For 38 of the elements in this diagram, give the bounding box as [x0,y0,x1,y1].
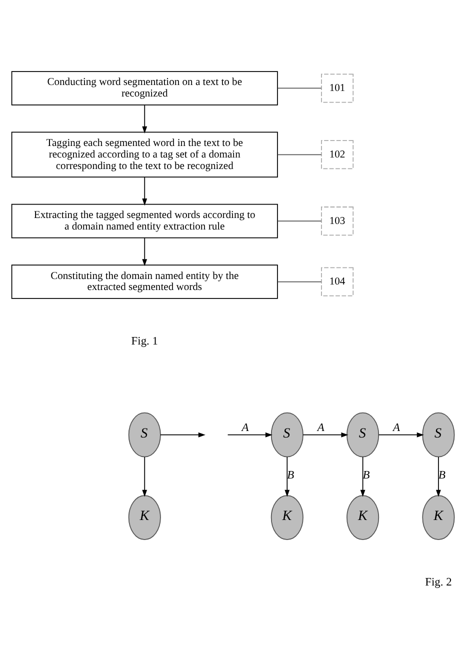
connector [277,220,322,222]
node-box: 104 [321,266,354,296]
label: Fig. 1 [131,335,158,348]
arrow [436,456,441,496]
node-ellipse: S [422,412,455,457]
arrow [302,432,348,437]
arrow [142,237,148,266]
node-box: Tagging each segmented word in the text to be recognized according to a tag set of a domain corresponding to the text to be recognized [11,131,278,178]
arrow [142,456,148,496]
node-box: 101 [321,73,354,102]
node-box: Extracting the tagged segmented words according to a domain named entity extraction rule [11,203,278,238]
edge-label: B [287,468,294,481]
edge-label: B [362,468,370,481]
label: Fig. 2 [425,576,452,588]
arrow [360,456,366,496]
connector [277,280,322,282]
arrow [160,432,206,437]
node-ellipse: K [128,494,161,540]
node-ellipse: S [128,412,161,457]
edge-label: A [242,421,249,434]
arrow [227,432,272,437]
edge-label: A [317,421,324,434]
node-ellipse: K [346,494,380,540]
node-ellipse: S [270,412,304,457]
arrow [284,456,290,496]
node-box: Constituting the domain named entity by the extracted segmented words [11,264,278,298]
arrow [142,104,148,133]
connector [277,154,322,155]
edge-label: A [393,421,400,434]
node-box: 102 [321,140,354,169]
connector [277,87,322,88]
arrow [378,432,424,437]
node-box: 103 [321,206,354,236]
node-ellipse: S [346,412,380,457]
node-ellipse: K [422,494,455,540]
arrow [142,176,148,206]
node-ellipse: K [270,494,304,540]
node-box: Conducting word segmentation on a text to be recognized [11,70,278,105]
